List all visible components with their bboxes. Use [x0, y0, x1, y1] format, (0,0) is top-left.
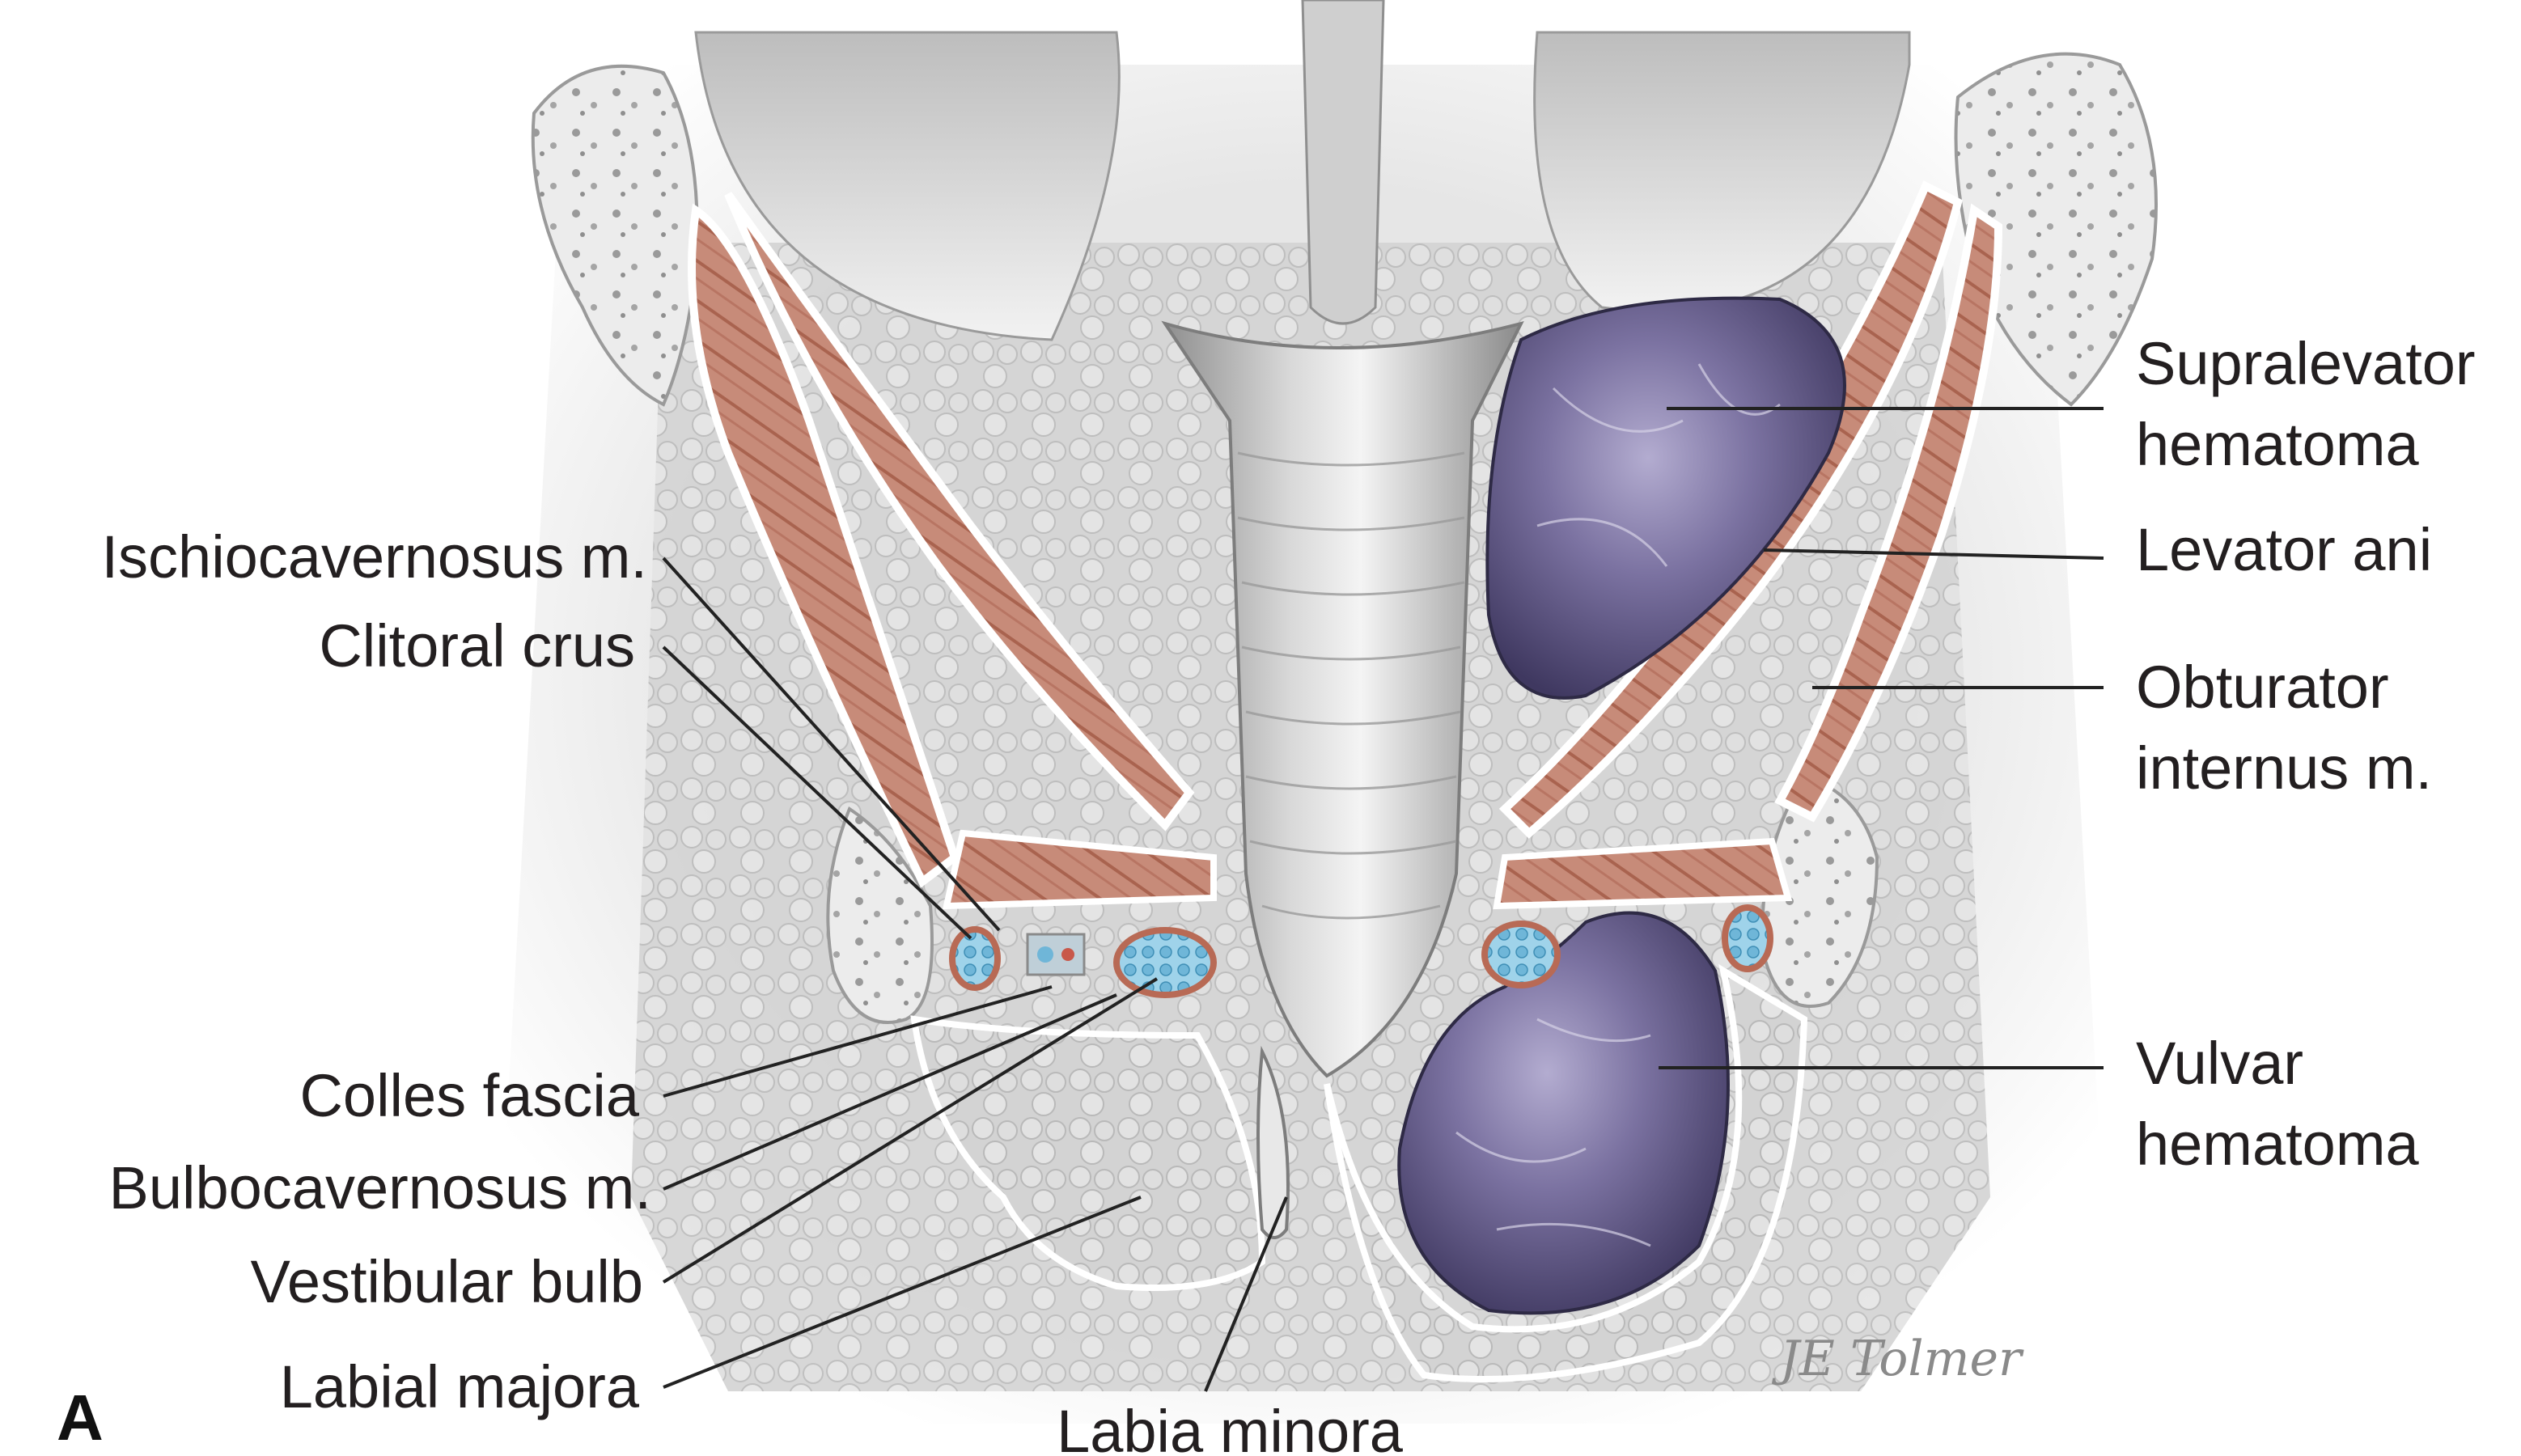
label-ischiocavernosus: Ischiocavernosus m. [102, 523, 648, 590]
left-vestibular-bulb [1116, 930, 1214, 995]
panel-letter: A [57, 1382, 104, 1454]
label-supralevator-line1: Supralevator [2136, 330, 2476, 397]
label-vulvar-line1: Vulvar [2136, 1030, 2303, 1097]
label-vestibular-bulb: Vestibular bulb [251, 1248, 643, 1315]
label-bulbocavernosus: Bulbocavernosus m. [109, 1154, 651, 1221]
left-clitoral-crus [952, 929, 998, 988]
label-obturator-line1: Obturator [2136, 654, 2389, 721]
label-labia-minora: Labia minora [1057, 1398, 1404, 1456]
label-vulvar-line2: hematoma [2136, 1111, 2419, 1178]
label-obturator-line2: internus m. [2136, 734, 2432, 802]
artist-signature: JE Tolmer [1771, 1331, 2024, 1387]
label-clitoral-crus: Clitoral crus [319, 612, 635, 679]
right-clitoral-crus [1725, 908, 1770, 969]
label-colles-fascia: Colles fascia [299, 1062, 639, 1129]
left-vessel-box [1027, 934, 1084, 975]
label-levator-ani: Levator ani [2136, 516, 2432, 583]
label-supralevator-line2: hematoma [2136, 411, 2419, 478]
label-labial-majora: Labial majora [280, 1353, 640, 1420]
right-vestibular-bulb [1485, 924, 1557, 985]
